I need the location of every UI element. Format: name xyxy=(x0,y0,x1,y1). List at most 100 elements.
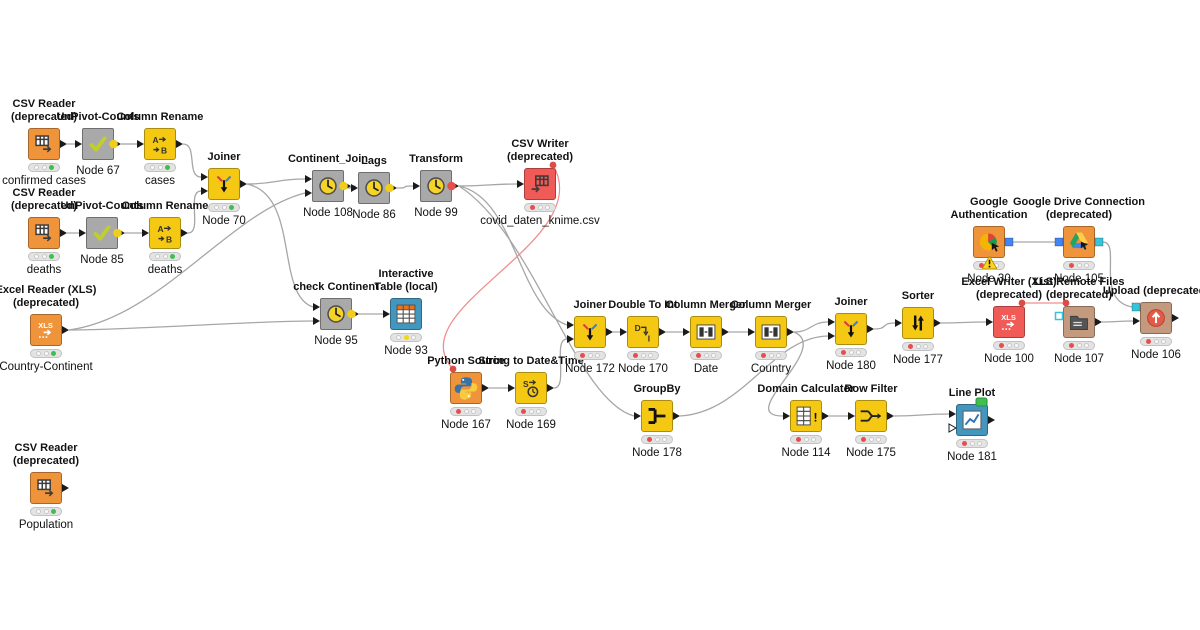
node-check_95[interactable] xyxy=(320,298,352,330)
node-gauth_30[interactable] xyxy=(973,226,1005,258)
traffic-light xyxy=(755,351,787,360)
traffic-light xyxy=(450,407,482,416)
node-joiner_70[interactable] xyxy=(208,168,240,200)
edge-transform_99-to-groupby_178 xyxy=(458,185,635,417)
traffic-light xyxy=(208,203,240,212)
node-unpivot_67[interactable] xyxy=(82,128,114,160)
node-label[interactable]: Node 177 xyxy=(893,354,943,366)
node-label[interactable]: confirmed cases xyxy=(2,175,86,187)
traffic-light xyxy=(1063,341,1095,350)
node-joiner_172[interactable] xyxy=(574,316,606,348)
traffic-light xyxy=(1140,337,1172,346)
svg-text:XLS: XLS xyxy=(38,321,53,330)
node-label[interactable]: Node 70 xyxy=(202,215,246,227)
node-csv_pop[interactable] xyxy=(30,472,62,504)
node-label[interactable]: Node 105 xyxy=(1054,273,1104,285)
node-lags_86[interactable] xyxy=(358,172,390,204)
node-cm_date[interactable] xyxy=(690,316,722,348)
remote-folder-icon xyxy=(1070,315,1088,330)
node-label[interactable]: Node 178 xyxy=(632,447,682,459)
node-table_93[interactable] xyxy=(390,298,422,330)
node-label[interactable]: Node 86 xyxy=(352,209,396,221)
node-label[interactable]: Node 95 xyxy=(314,335,358,347)
traffic-light xyxy=(641,435,673,444)
node-label[interactable]: Node 167 xyxy=(441,419,491,431)
traffic-light xyxy=(28,252,60,261)
col-merger-icon xyxy=(761,324,781,340)
node-label[interactable]: Node 175 xyxy=(846,447,896,459)
node-label[interactable]: Date xyxy=(693,363,719,375)
node-label[interactable]: Node 172 xyxy=(565,363,615,375)
node-cont_108[interactable] xyxy=(312,170,344,202)
open-view-tab[interactable] xyxy=(975,397,988,407)
node-rowfilter_175[interactable] xyxy=(855,400,887,432)
edge-cm_country-to-domain_114 xyxy=(768,331,804,417)
xls-writer-icon: XLS xyxy=(1001,313,1016,330)
traffic-light xyxy=(30,349,62,358)
node-label[interactable]: Country-Continent xyxy=(0,361,93,373)
node-label[interactable]: Node 170 xyxy=(618,363,668,375)
traffic-light xyxy=(390,333,422,342)
node-label[interactable]: Node 114 xyxy=(781,447,831,459)
node-sorter_177[interactable] xyxy=(902,307,934,339)
node-label[interactable]: Node 30 xyxy=(967,273,1011,285)
node-label[interactable]: Node 169 xyxy=(506,419,556,431)
col-rename-icon: AB xyxy=(153,135,168,155)
csv-reader-icon xyxy=(35,224,52,242)
node-label[interactable]: Node 106 xyxy=(1131,349,1181,361)
node-unpivot_85[interactable] xyxy=(86,217,118,249)
node-listremote_107[interactable] xyxy=(1063,306,1095,338)
node-label[interactable]: Node 85 xyxy=(80,254,124,266)
traffic-light xyxy=(835,348,867,357)
node-label[interactable]: Node 107 xyxy=(1054,353,1104,365)
traffic-light xyxy=(993,341,1025,350)
node-csv_deaths[interactable] xyxy=(28,217,60,249)
node-excelwriter_100[interactable]: XLS xyxy=(993,306,1025,338)
traffic-light xyxy=(790,435,822,444)
node-label[interactable]: Node 67 xyxy=(76,165,120,177)
edge-cont_108-to-lags_86 xyxy=(346,185,356,189)
node-groupby_178[interactable] xyxy=(641,400,673,432)
node-label[interactable]: Population xyxy=(18,519,74,531)
traffic-light xyxy=(627,351,659,360)
traffic-light xyxy=(574,351,606,360)
node-python_167[interactable] xyxy=(450,372,482,404)
node-cm_country[interactable] xyxy=(755,316,787,348)
node-domain_114[interactable]: ! xyxy=(790,400,822,432)
node-label[interactable]: cases xyxy=(144,175,176,187)
edge-rename_deaths-to-joiner_70 xyxy=(187,190,202,234)
node-label[interactable]: covid_daten_knime.csv xyxy=(480,215,600,227)
csv-reader-icon xyxy=(35,135,52,153)
node-label[interactable]: Node 93 xyxy=(384,345,428,357)
node-label[interactable]: Country xyxy=(750,363,792,375)
traffic-light xyxy=(28,163,60,172)
edge-sorter_177-to-excelwriter_100 xyxy=(940,321,987,324)
d2i-icon: DI xyxy=(635,323,650,343)
node-label[interactable]: deaths xyxy=(26,264,62,276)
node-transform_99[interactable] xyxy=(420,170,452,202)
svg-text:A: A xyxy=(158,224,164,234)
node-lineplot_181[interactable] xyxy=(956,404,988,436)
node-gdrive_105[interactable] xyxy=(1063,226,1095,258)
row-filter-icon xyxy=(860,410,882,422)
node-upload_106[interactable] xyxy=(1140,302,1172,334)
edge-excel_reader-to-cont_108 xyxy=(68,192,306,331)
node-label[interactable]: Node 180 xyxy=(826,360,876,372)
node-label[interactable]: Node 99 xyxy=(414,207,458,219)
node-excel_reader[interactable]: XLS xyxy=(30,314,62,346)
node-label[interactable]: Node 181 xyxy=(947,451,997,463)
node-label[interactable]: deaths xyxy=(147,264,183,276)
edge-cm_country-to-joiner_180 xyxy=(793,321,829,333)
node-joiner_180[interactable] xyxy=(835,313,867,345)
node-label[interactable]: Node 108 xyxy=(303,207,353,219)
edge-joiner_70-to-cont_108 xyxy=(246,178,306,185)
node-csv_cases[interactable] xyxy=(28,128,60,160)
svg-text:I: I xyxy=(648,333,650,343)
node-csv_writer[interactable] xyxy=(524,168,556,200)
node-label[interactable]: Node 100 xyxy=(984,353,1034,365)
node-s2dt_169[interactable]: S xyxy=(515,372,547,404)
